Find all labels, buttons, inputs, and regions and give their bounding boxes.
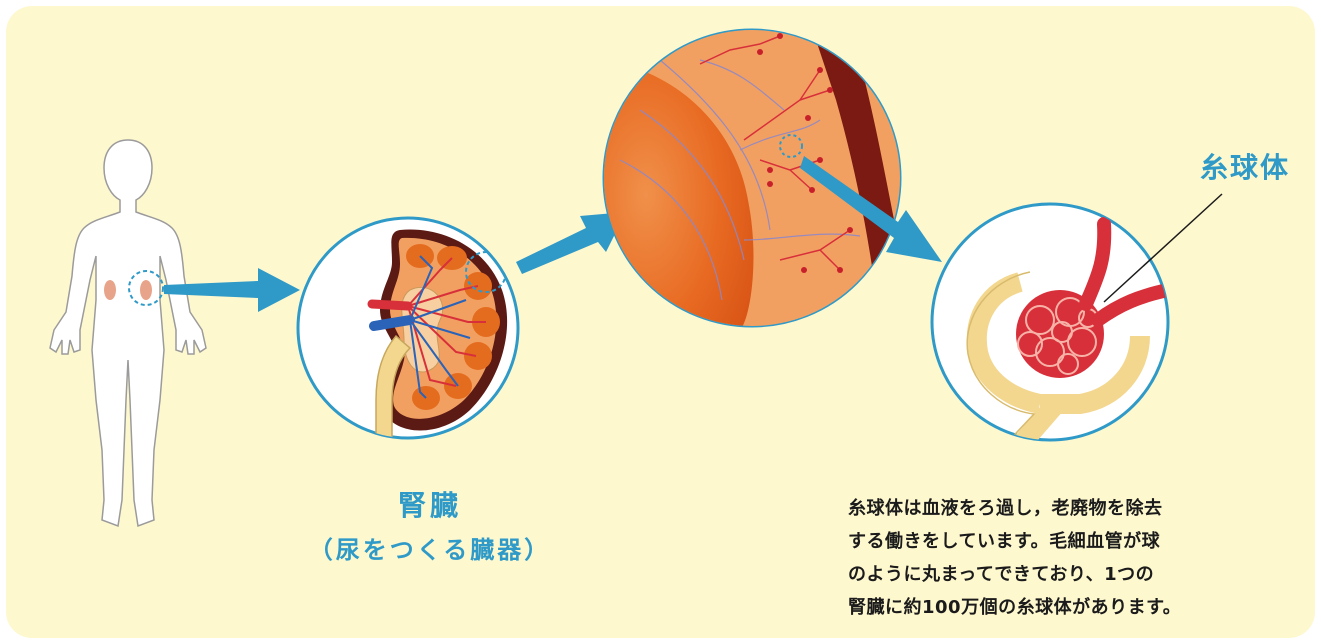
glomerulus-label: 糸球体 [1180, 146, 1310, 186]
kidney-circle [298, 218, 518, 440]
cortex-zoom-circle [600, 28, 910, 338]
right-kidney-mark [140, 280, 152, 300]
kidney-sublabel: （尿をつくる臓器） [300, 530, 560, 565]
description-line: 腎臓に約100万個の糸球体があります。 [848, 591, 1308, 624]
description-line: のように丸まってできており、1つの [848, 558, 1308, 591]
glomerulus-circle [932, 194, 1222, 450]
description-line: 糸球体は血液をろ過し，老廃物を除去 [848, 492, 1308, 525]
description-text: 糸球体は血液をろ過し，老廃物を除去 する働きをしています。毛細血管が球 のように… [848, 492, 1308, 624]
description-line: する働きをしています。毛細血管が球 [848, 525, 1308, 558]
kidney-label: 腎臓 [330, 484, 530, 524]
left-kidney-mark [104, 280, 116, 300]
human-body-figure [50, 140, 206, 526]
